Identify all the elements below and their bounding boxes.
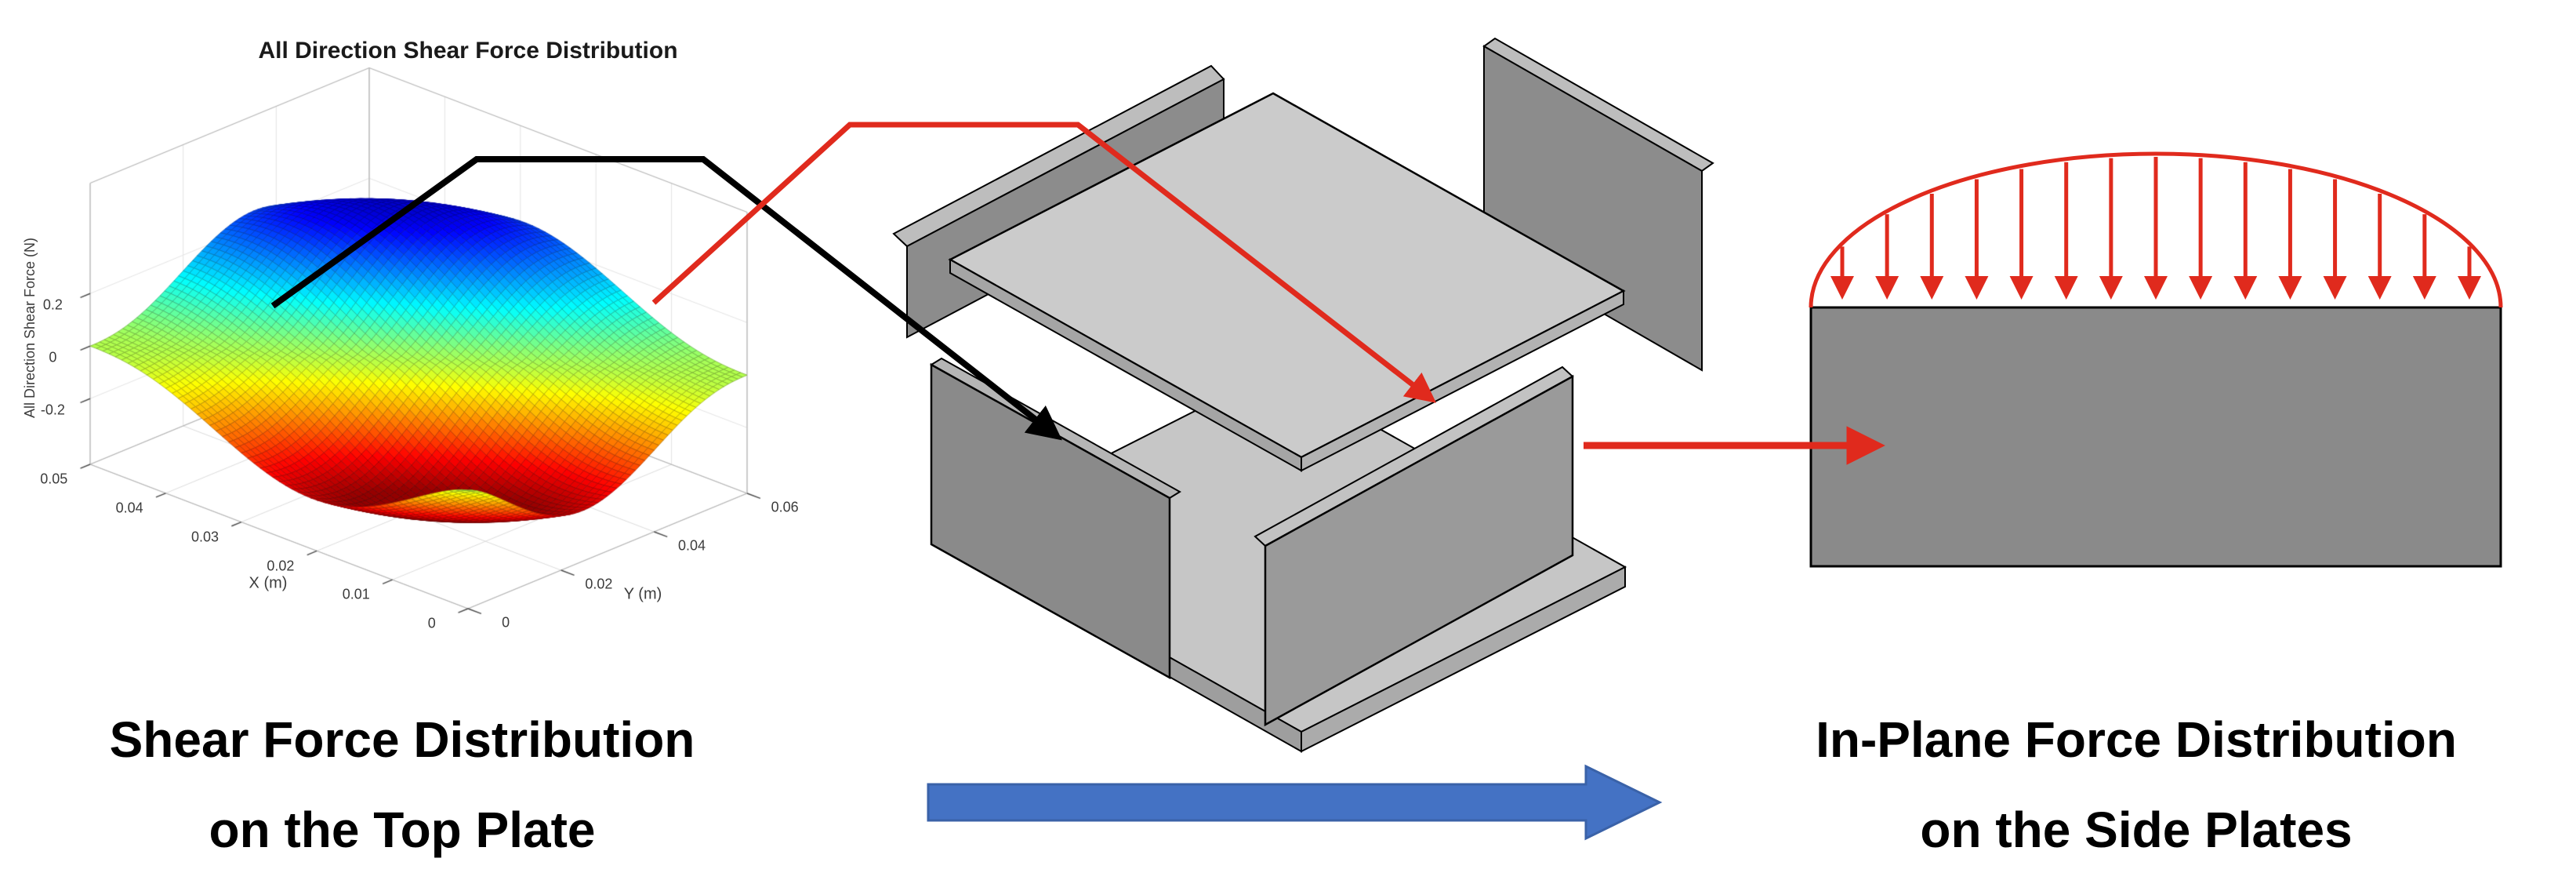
surface-plot-canvas xyxy=(0,0,878,722)
bottom-plate-right-edge xyxy=(1301,566,1626,753)
front-left-plate xyxy=(930,362,1171,680)
caption-right-line2: on the Side Plates xyxy=(1920,802,2353,858)
distributed-load-arrows xyxy=(1830,157,2481,300)
front-right-plate xyxy=(1264,374,1574,727)
x-axis-label: X (m) xyxy=(249,574,288,592)
back-right-plate xyxy=(1483,45,1703,372)
caption-right-line1: In-Plane Force Distribution xyxy=(1816,711,2457,768)
load-envelope-arc xyxy=(1809,151,2503,308)
caption-left-line1: Shear Force Distribution xyxy=(109,711,695,768)
caption-left-line2: on the Top Plate xyxy=(209,802,596,858)
y-axis-label: Y (m) xyxy=(623,585,662,603)
process-arrow xyxy=(927,764,1663,841)
red-annotation-arrow xyxy=(651,122,1437,403)
exploded-box xyxy=(892,37,1714,753)
side-plate-rect xyxy=(1809,306,2502,568)
side-plate-load-diagram xyxy=(1584,151,2503,568)
black-annotation-arrow xyxy=(270,156,1062,441)
top-plate-right-edge xyxy=(1301,289,1624,472)
